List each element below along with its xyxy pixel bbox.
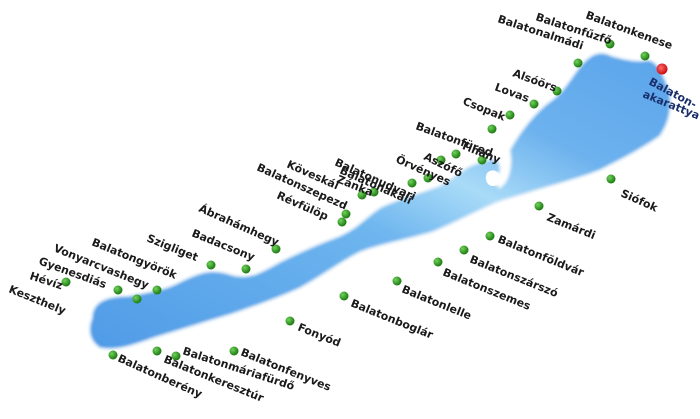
town-dot--rv-nyes[interactable] [436, 155, 446, 165]
town-dot-balatonber-ny[interactable] [108, 350, 118, 360]
town-dot-balatonf-zf[interactable] [605, 39, 615, 49]
town-dot-balatonf-ldv-r[interactable] [485, 231, 495, 241]
town-dot-h-v-z[interactable] [61, 277, 71, 287]
current-location-marker[interactable] [656, 63, 668, 75]
town-label-zam-rdi[interactable]: Zamárdi [545, 211, 597, 242]
town-label-csopak[interactable]: Csopak [461, 95, 508, 124]
town-dot-balatonf-red[interactable] [487, 124, 497, 134]
town-dot-balatonszepezd[interactable] [341, 209, 351, 219]
tihany-peninsula [485, 170, 500, 186]
town-dot-balatonudvari[interactable] [423, 173, 433, 183]
town-dot-si-fok[interactable] [606, 174, 616, 184]
town-dot-balatonszemes[interactable] [433, 257, 443, 267]
town-dot-balatonakali[interactable] [407, 178, 417, 188]
town-label-balatonlelle[interactable]: Balatonlelle [400, 283, 473, 323]
town-dot-balatonm-riaf-rd[interactable] [171, 351, 181, 361]
town-dot-szigliget[interactable] [206, 260, 216, 270]
town-label-lovas[interactable]: Lovas [493, 81, 531, 106]
town-dot-asz-f[interactable] [451, 149, 461, 159]
town-dot-lovas[interactable] [529, 99, 539, 109]
town-dot-balatongy-r-k[interactable] [152, 285, 162, 295]
town-dot-r-vf-l-p[interactable] [337, 217, 347, 227]
town-dot-k-vesk-l[interactable] [357, 190, 367, 200]
town-dot-als-rs[interactable] [552, 86, 562, 96]
town-dot-fony-d[interactable] [285, 316, 295, 326]
town-dot-balatonalm-di[interactable] [573, 58, 583, 68]
town-dot--brah-mhegy[interactable] [271, 244, 281, 254]
town-label-si-fok[interactable]: Siófok [619, 187, 660, 215]
town-dot-balatonfenyves[interactable] [229, 346, 239, 356]
lake-balaton [88, 52, 672, 350]
town-dot-badacsony[interactable] [241, 264, 251, 274]
town-dot-balatonkereszt-r[interactable] [152, 346, 162, 356]
town-dot-zam-rdi[interactable] [534, 201, 544, 211]
town-dot-balatonlelle[interactable] [392, 276, 402, 286]
town-dot-balatonbogl-r[interactable] [339, 291, 349, 301]
town-dot-gyenesdi-s[interactable] [113, 285, 123, 295]
town-dot-balatonkenese[interactable] [640, 51, 650, 61]
town-dot-tihany[interactable] [477, 155, 487, 165]
town-dot-balatonsz-rsz[interactable] [459, 245, 469, 255]
town-dot-z-nka[interactable] [369, 187, 379, 197]
town-label-fony-d[interactable]: Fonyód [296, 321, 343, 350]
town-dot-vonyarcvashegy[interactable] [132, 294, 142, 304]
town-dot-csopak[interactable] [505, 110, 515, 120]
